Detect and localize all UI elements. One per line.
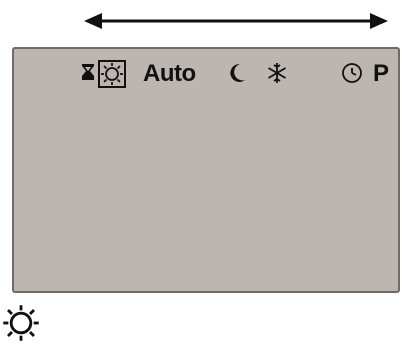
sun-icon — [100, 62, 124, 86]
auto-mode-label[interactable]: Auto — [143, 60, 196, 87]
moon-icon — [224, 61, 248, 85]
selected-mode-box[interactable] — [98, 60, 126, 88]
snowflake-icon — [265, 61, 289, 85]
display-screen: Auto — [12, 47, 400, 293]
program-mode-label[interactable]: P — [373, 60, 390, 87]
horizontal-double-arrow — [84, 9, 388, 33]
hourglass-icon — [76, 61, 100, 85]
clock-icon — [340, 61, 364, 85]
status-icon-row: Auto — [76, 59, 396, 89]
sun-icon — [2, 304, 40, 342]
